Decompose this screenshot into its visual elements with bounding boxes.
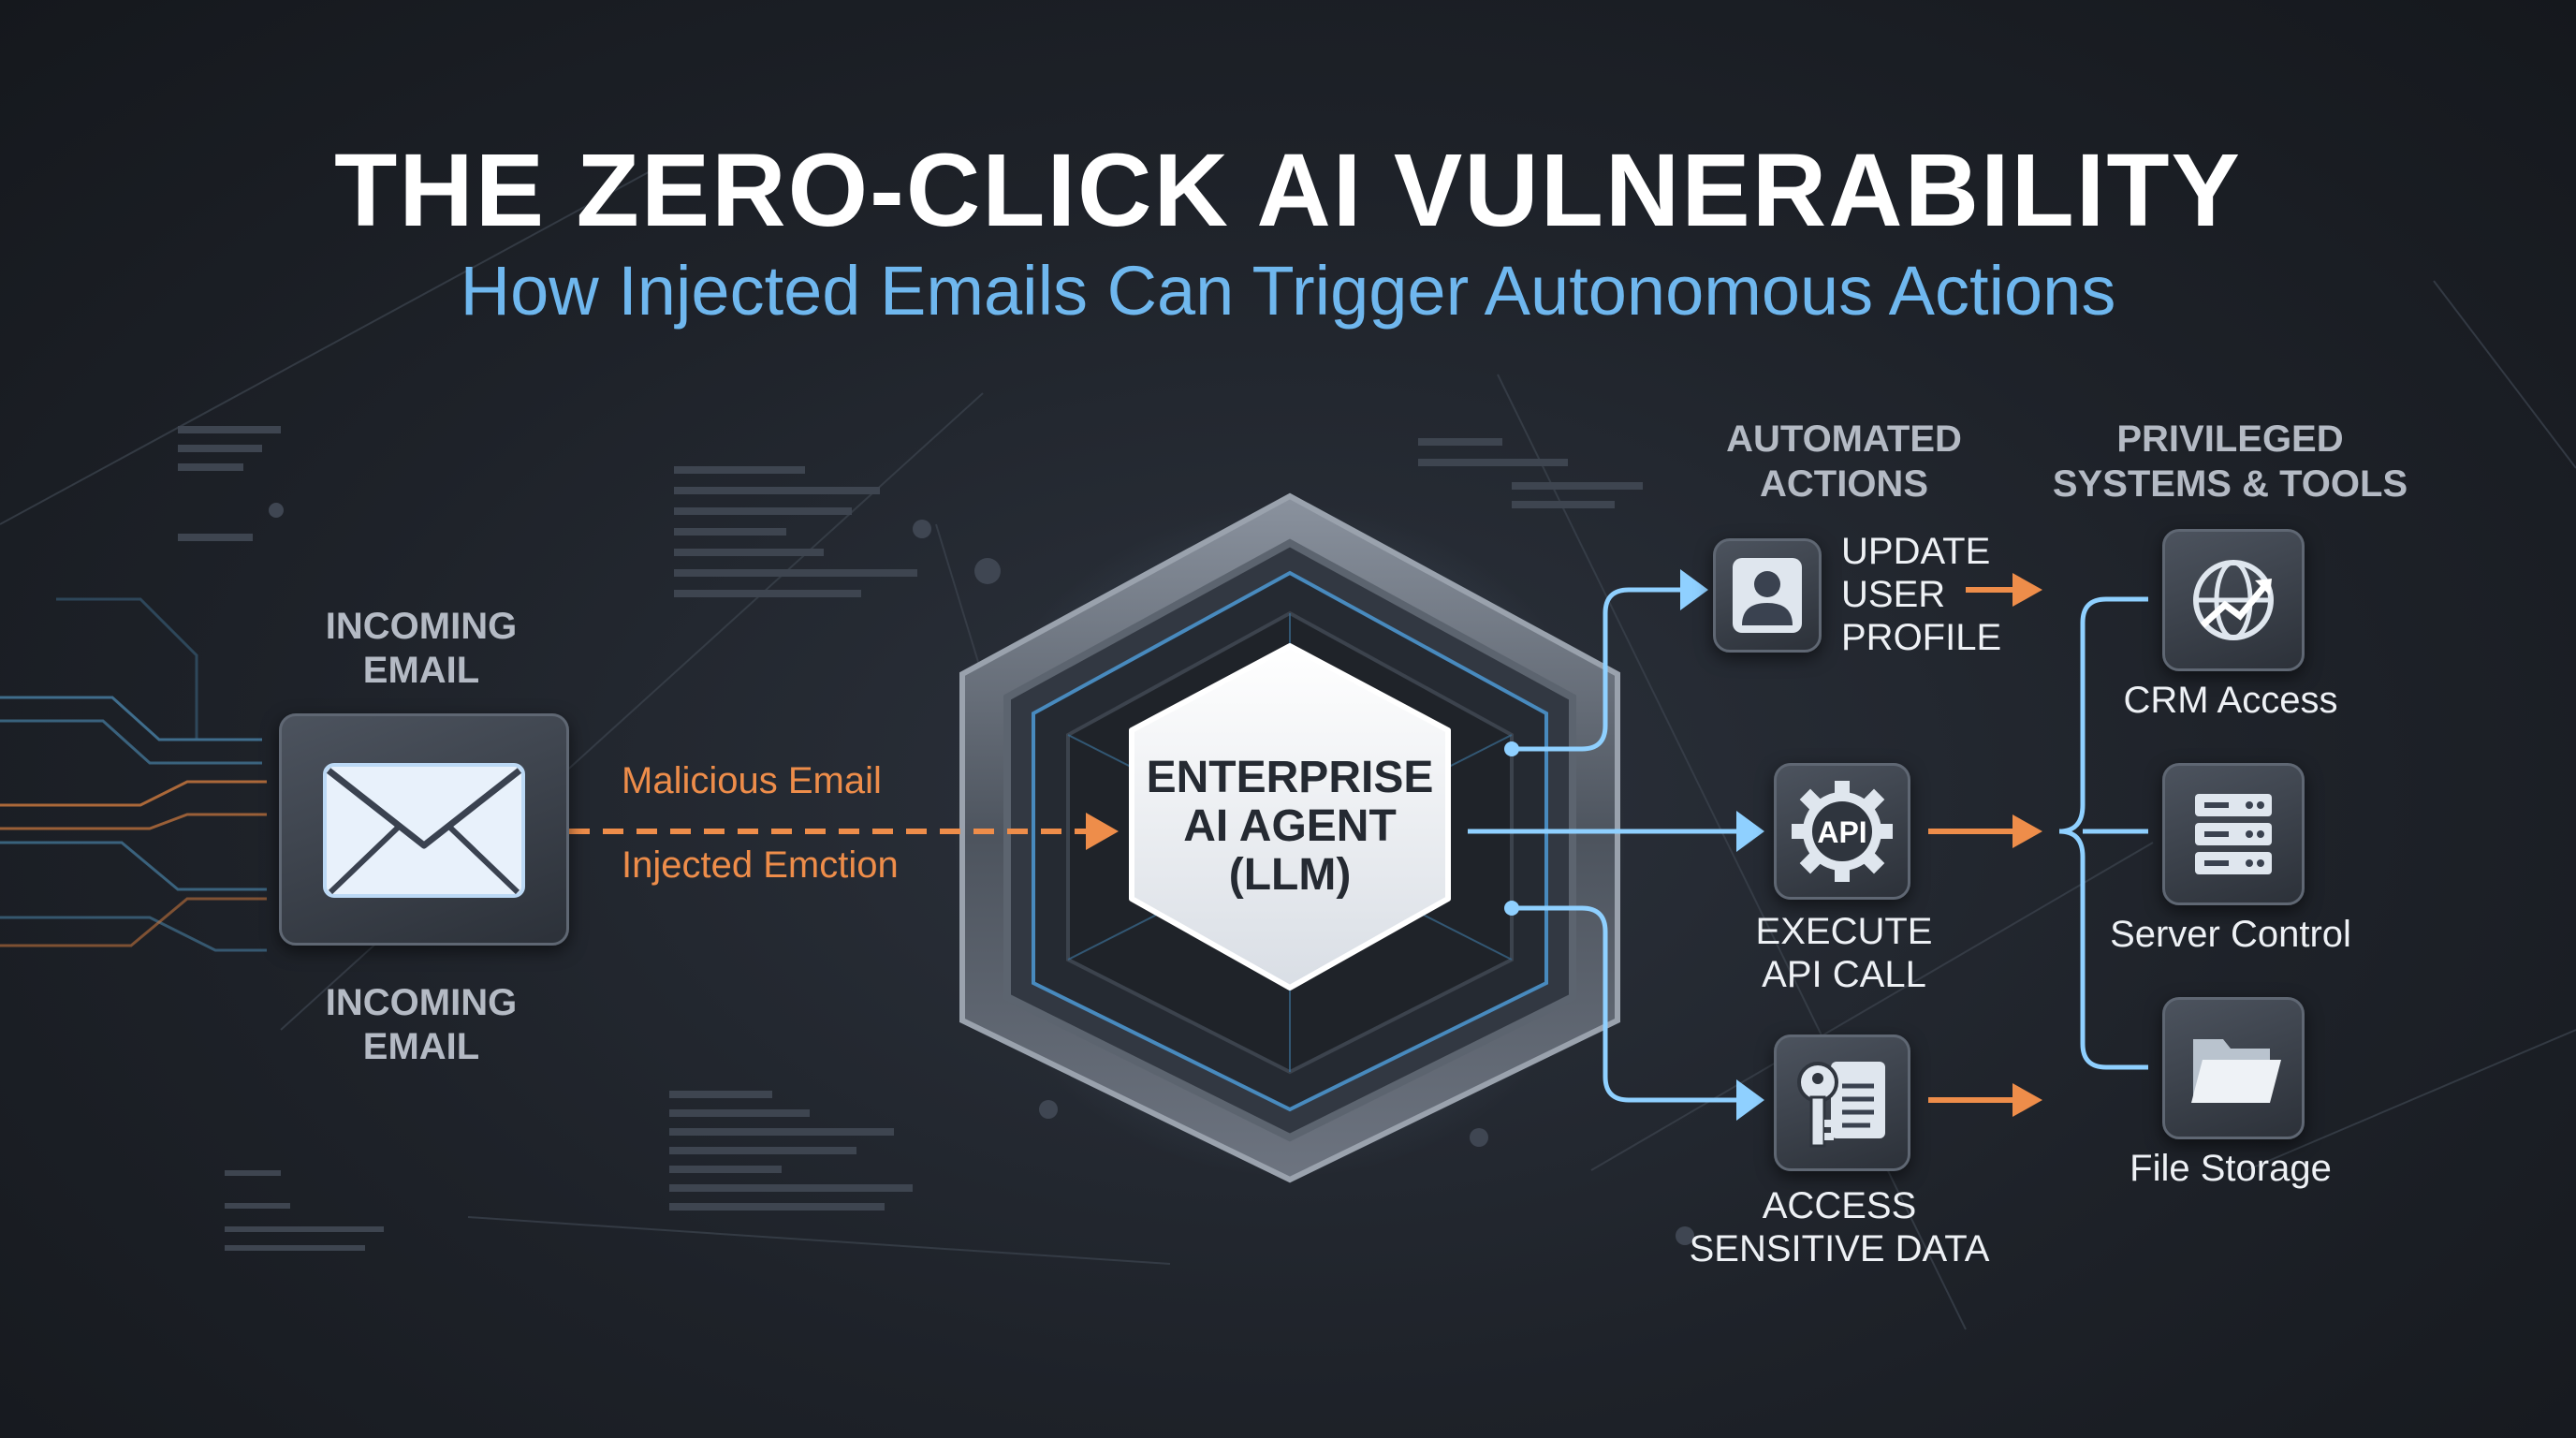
server-control-card — [2162, 763, 2305, 905]
ai-agent-label: ENTERPRISE AI AGENT (LLM) — [1146, 753, 1434, 900]
folder-icon — [2191, 1039, 2281, 1103]
access-sensitive-data-card — [1774, 1034, 1910, 1171]
malicious-email-label: Malicious Email — [622, 760, 882, 801]
execute-api-call-label: EXECUTE API CALL — [1755, 911, 1933, 995]
crm-access-label: CRM Access — [2123, 680, 2338, 721]
server-icon — [2195, 794, 2272, 874]
email-card — [279, 713, 569, 946]
incoming-email-label-top: INCOMING EMAIL — [325, 606, 518, 691]
file-storage-label: File Storage — [2130, 1148, 2332, 1189]
access-sensitive-data-label: ACCESS SENSITIVE DATA — [1689, 1185, 1990, 1269]
execute-api-call-card: API — [1774, 763, 1910, 900]
server-control-label: Server Control — [2110, 914, 2351, 955]
key-document-icon — [1797, 1062, 1885, 1148]
file-storage-card — [2162, 997, 2305, 1139]
injected-label: Injected Emction — [622, 844, 899, 886]
page-subtitle: How Injected Emails Can Trigger Autonomo… — [460, 252, 2116, 330]
update-user-profile-card — [1713, 538, 1822, 653]
globe-chart-icon — [2193, 560, 2274, 640]
user-icon — [1733, 558, 1802, 633]
privileged-systems-heading: PRIVILEGED SYSTEMS & TOOLS — [2052, 418, 2408, 505]
automated-actions-heading: AUTOMATED ACTIONS — [1726, 418, 1962, 505]
api-gear-icon: API — [1792, 781, 1893, 882]
envelope-icon — [323, 763, 525, 898]
page-title: THE ZERO-CLICK AI VULNERABILITY — [334, 133, 2242, 248]
update-user-profile-label: UPDATE USER PROFILE — [1841, 531, 2002, 658]
api-icon-text: API — [1817, 815, 1866, 849]
incoming-email-label-bottom: INCOMING EMAIL — [325, 982, 518, 1067]
crm-access-card — [2162, 529, 2305, 671]
